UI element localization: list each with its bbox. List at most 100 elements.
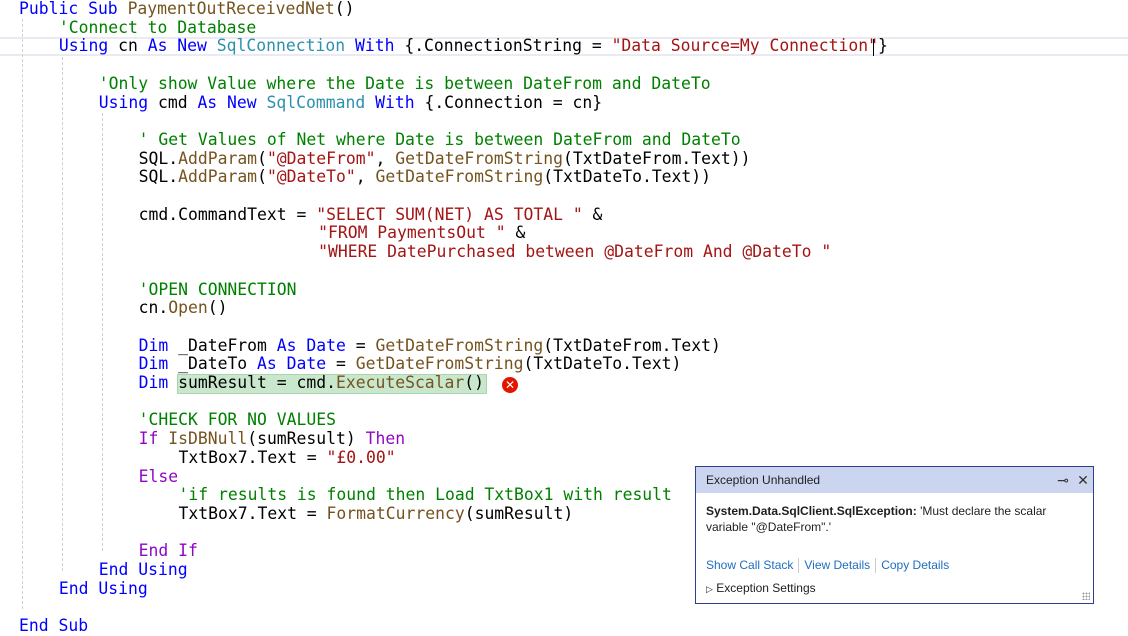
code-line[interactable]: 'OPEN CONNECTION	[138, 279, 297, 300]
code-token: Public Sub	[19, 0, 128, 18]
pin-icon[interactable]: ⊸	[1057, 471, 1069, 488]
code-token: 'Connect to Database	[58, 17, 257, 37]
code-token: (TxtDateFrom.Text)	[543, 335, 721, 355]
exception-message: System.Data.SqlClient.SqlException: 'Mus…	[696, 493, 1093, 535]
indent-guide	[102, 113, 103, 551]
code-token: Dim	[138, 354, 169, 374]
code-token: 'CHECK FOR NO VALUES	[138, 410, 336, 430]
code-token: With	[354, 36, 395, 56]
code-token: Using	[98, 92, 149, 112]
code-token: cn.	[138, 298, 169, 318]
code-token: (	[257, 167, 267, 187]
code-line[interactable]: TxtBox7.Text = FormatCurrency(sumResult)	[179, 503, 574, 524]
code-line[interactable]: End Using	[98, 560, 188, 580]
copy-details-link[interactable]: Copy Details	[881, 558, 950, 572]
code-token: _DateFrom	[168, 335, 277, 355]
code-token: "@DateTo"	[266, 167, 356, 187]
code-token: }	[878, 36, 888, 56]
code-token: {.Connection = cn}	[414, 92, 603, 112]
exception-type: System.Data.SqlClient.SqlException:	[706, 504, 917, 518]
code-token: {.ConnectionString =	[394, 36, 612, 56]
code-token: (TxtDateTo.Text)	[523, 354, 682, 374]
code-token: "SELECT SUM(NET) AS TOTAL "	[316, 204, 583, 224]
code-line[interactable]: Else	[138, 466, 179, 487]
exception-links: Show Call Stack View Details Copy Details	[706, 558, 950, 574]
code-token: ()	[464, 373, 485, 392]
code-line[interactable]: SQL.AddParam("@DateTo", GetDateFromStrin…	[138, 167, 712, 187]
code-token: sumResult = cmd.	[168, 373, 336, 392]
code-token: _DateTo	[168, 354, 258, 374]
code-line[interactable]: End Using	[58, 578, 148, 599]
code-line[interactable]: End If	[138, 541, 198, 561]
code-line[interactable]: 'if results is found then Load TxtBox1 w…	[178, 485, 672, 505]
code-token: ' Get Values of Net where Date is betwee…	[138, 129, 741, 149]
code-token: End Using	[58, 578, 148, 598]
code-line[interactable]: Dim _DateFrom As Date = GetDateFromStrin…	[138, 335, 721, 356]
divider	[798, 558, 800, 574]
current-statement-highlight	[177, 374, 487, 394]
code-token: (TxtDateFrom.Text))	[563, 148, 751, 168]
code-token: AddParam	[178, 148, 258, 168]
code-token: ()	[334, 0, 355, 18]
resize-grip[interactable]	[1082, 592, 1090, 600]
exception-popup: Exception Unhandled ⊸ ✕ System.Data.SqlC…	[695, 466, 1094, 604]
code-token: End Using	[98, 560, 188, 579]
code-line[interactable]: TxtBox7.Text = "£0.00"	[178, 447, 396, 468]
code-token: (sumResult)	[464, 503, 574, 523]
code-token: As New	[147, 36, 207, 56]
code-token: Else	[138, 466, 179, 486]
exception-settings-toggle[interactable]: ▷ Exception Settings	[706, 581, 816, 595]
code-token: (TxtDateTo.Text))	[543, 167, 712, 187]
code-line[interactable]: cmd.CommandText = "SELECT SUM(NET) AS TO…	[138, 204, 603, 225]
current-line-highlight	[0, 37, 1128, 56]
code-token: "Data Source=My Connection"	[611, 36, 878, 56]
code-line[interactable]: ' Get Values of Net where Date is betwee…	[138, 129, 741, 150]
code-token: TxtBox7.Text =	[178, 447, 327, 467]
code-token: Open	[168, 298, 208, 318]
code-token: 'OPEN CONNECTION	[138, 279, 297, 299]
code-token: &	[505, 223, 526, 243]
code-line[interactable]: Dim sumResult = cmd.ExecuteScalar()	[139, 373, 485, 393]
code-token: =	[326, 354, 356, 374]
error-icon[interactable]: ✕	[502, 377, 518, 393]
code-token: Then	[365, 429, 406, 449]
code-token: End If	[138, 541, 198, 561]
code-token: ,	[355, 167, 376, 187]
close-icon[interactable]: ✕	[1077, 471, 1089, 488]
code-line[interactable]: If IsDBNull(sumResult) Then	[138, 429, 406, 449]
show-call-stack-link[interactable]: Show Call Stack	[706, 558, 794, 572]
code-line[interactable]: 'Only show Value where the Date is betwe…	[99, 74, 711, 94]
code-token: "£0.00"	[326, 447, 396, 467]
code-token: cn	[108, 36, 148, 56]
code-token: If	[138, 429, 159, 449]
code-line[interactable]: "FROM PaymentsOut " &	[318, 224, 525, 243]
exception-text: 'Must declare the scalar variable "@Date…	[706, 504, 1047, 534]
exception-title: Exception Unhandled	[706, 473, 821, 487]
code-token: Dim	[138, 335, 169, 355]
code-line[interactable]: Dim _DateTo As Date = GetDateFromString(…	[138, 354, 682, 374]
code-line[interactable]: Using cmd As New SqlCommand With {.Conne…	[98, 92, 603, 113]
code-token: "@DateFrom"	[266, 148, 376, 168]
code-token: 'if results is found then Load TxtBox1 w…	[178, 485, 672, 505]
code-line[interactable]: Public Sub PaymentOutReceivedNet()	[19, 0, 355, 19]
code-line[interactable]: cn.Open()	[138, 298, 228, 318]
code-token: GetDateFromString	[395, 148, 564, 168]
code-token: cmd.CommandText =	[138, 204, 317, 224]
code-token: ()	[207, 298, 228, 318]
code-token: PaymentOutReceivedNet	[127, 0, 335, 18]
code-line[interactable]: 'Connect to Database	[58, 17, 257, 38]
code-token: AddParam	[178, 167, 258, 187]
code-token: As Date	[276, 335, 346, 355]
text-caret	[873, 39, 874, 56]
view-details-link[interactable]: View Details	[804, 558, 871, 572]
code-token: GetDateFromString	[355, 354, 524, 374]
code-line[interactable]: 'CHECK FOR NO VALUES	[139, 411, 336, 430]
code-token: SQL.	[138, 167, 179, 187]
code-line[interactable]: "WHERE DatePurchased between @DateFrom A…	[318, 242, 831, 262]
code-line[interactable]: SQL.AddParam("@DateFrom", GetDateFromStr…	[139, 148, 751, 169]
code-token: &	[582, 204, 603, 224]
code-line[interactable]: End Sub	[19, 616, 88, 636]
code-line[interactable]: Using cn As New SqlConnection With {.Con…	[59, 37, 888, 56]
code-token: As New	[197, 92, 257, 112]
